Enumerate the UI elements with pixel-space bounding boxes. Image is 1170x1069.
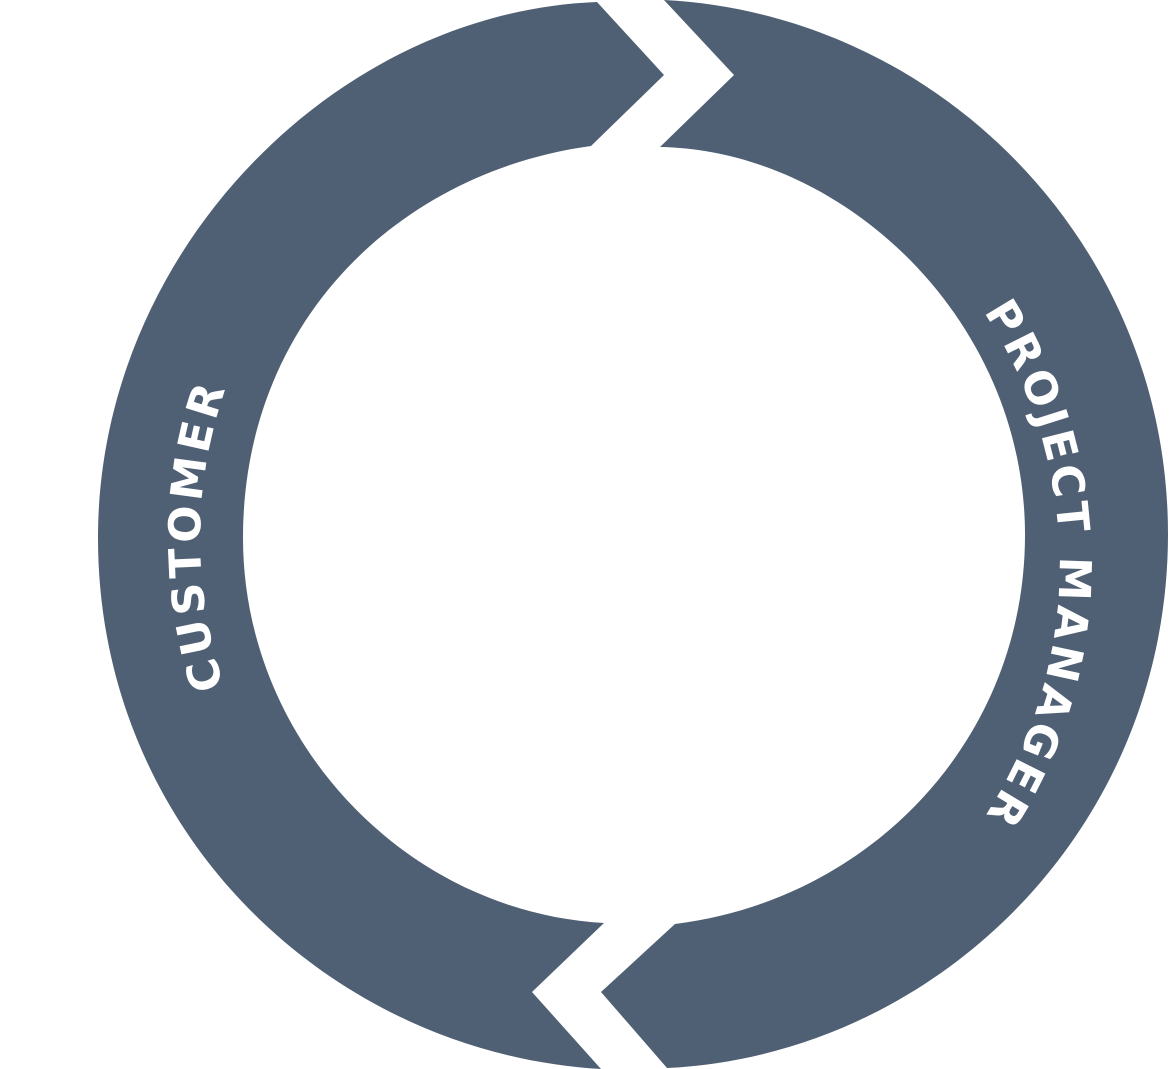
customer-arc-segment [98,2,664,1069]
project-manager-arc-segment [601,0,1168,1068]
